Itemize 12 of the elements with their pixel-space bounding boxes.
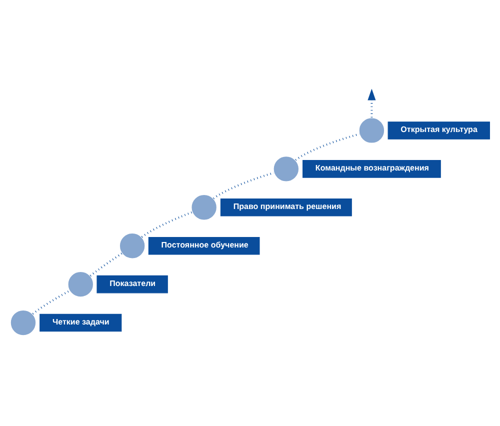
- connector: [295, 132, 360, 160]
- connector: [32, 290, 70, 314]
- node-circle: [358, 116, 386, 144]
- connector: [212, 171, 274, 199]
- node-circle: [10, 308, 37, 336]
- node-circle: [118, 232, 146, 259]
- node-circle: [272, 154, 300, 182]
- connector: [141, 210, 192, 238]
- arrow: [368, 88, 376, 117]
- node-circle: [67, 270, 94, 298]
- connector: [90, 252, 122, 276]
- node-circle: [190, 193, 218, 220]
